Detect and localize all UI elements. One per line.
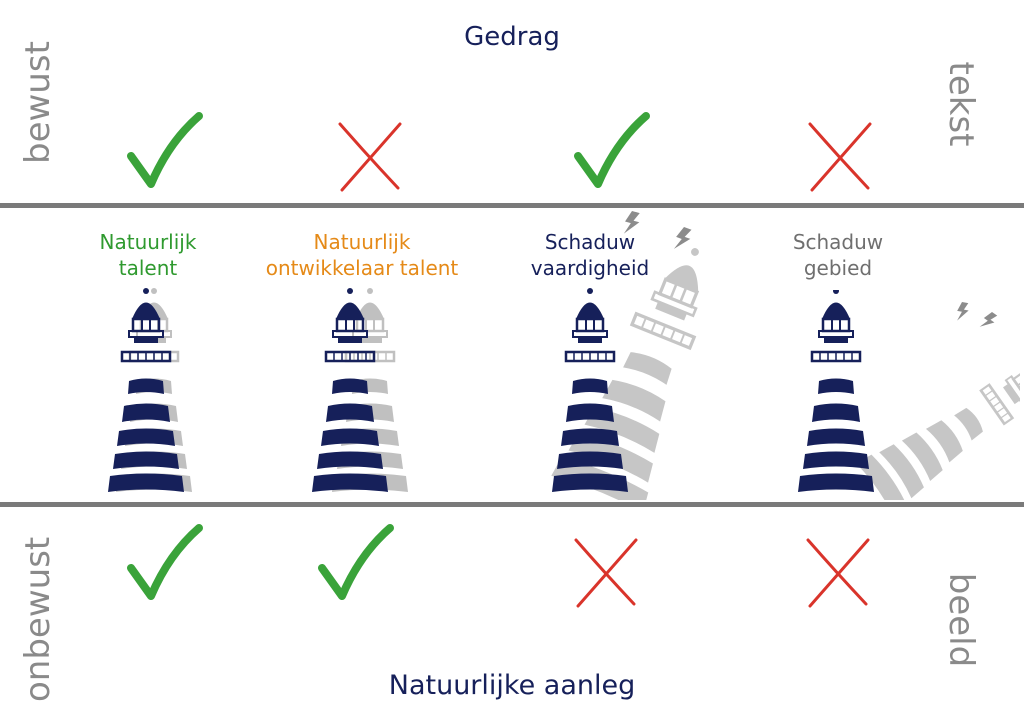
label-onbewust: onbewust	[18, 536, 58, 702]
lightning-bolt-icon	[955, 301, 970, 323]
column-label-developer-talent: Natuurlijk ontwikkelaar talent	[242, 229, 482, 281]
lighthouse-shadow-area-icon	[796, 290, 1020, 500]
column-label-line1: Schaduw	[792, 230, 884, 254]
lighthouse-shadow-skill-icon	[549, 209, 740, 500]
natural-aptitude-title: Natuurlijke aanleg	[388, 670, 636, 701]
behavior-title: Gedrag	[464, 22, 560, 52]
bottom-check-icon-1	[127, 524, 203, 600]
column-label-line2: ontwikkelaar talent	[265, 256, 459, 280]
top-cross-icon-4	[808, 122, 872, 192]
column-label-line1: Natuurlijk	[99, 230, 197, 254]
lighthouse-developer-talent-icon	[310, 286, 410, 494]
lightning-bolt-icon	[978, 310, 999, 333]
column-label-natural-talent: Natuurlijk talent	[28, 229, 268, 281]
label-beeld: beeld	[941, 572, 981, 668]
label-bewust: bewust	[18, 41, 58, 164]
column-label-shadow-area: Schaduw gebied	[718, 229, 958, 281]
top-cross-icon-2	[338, 122, 402, 192]
column-label-shadow-skill: Schaduw vaardigheid	[470, 229, 710, 281]
top-check-icon-1	[127, 112, 203, 188]
column-label-line1: Natuurlijk	[313, 230, 411, 254]
bottom-cross-icon-4	[806, 538, 870, 608]
column-label-line2: talent	[118, 256, 178, 280]
divider-top	[0, 203, 1024, 208]
lightning-bolt-icon	[672, 225, 694, 253]
column-label-line2: gebied	[803, 256, 873, 280]
bottom-cross-icon-3	[574, 538, 638, 608]
lightning-bolt-icon	[621, 209, 642, 237]
label-tekst: tekst	[941, 61, 981, 147]
column-label-line1: Schaduw	[544, 230, 636, 254]
divider-bottom	[0, 502, 1024, 507]
top-check-icon-3	[574, 112, 650, 188]
bottom-check-icon-2	[318, 524, 394, 600]
column-label-line2: vaardigheid	[530, 256, 650, 280]
